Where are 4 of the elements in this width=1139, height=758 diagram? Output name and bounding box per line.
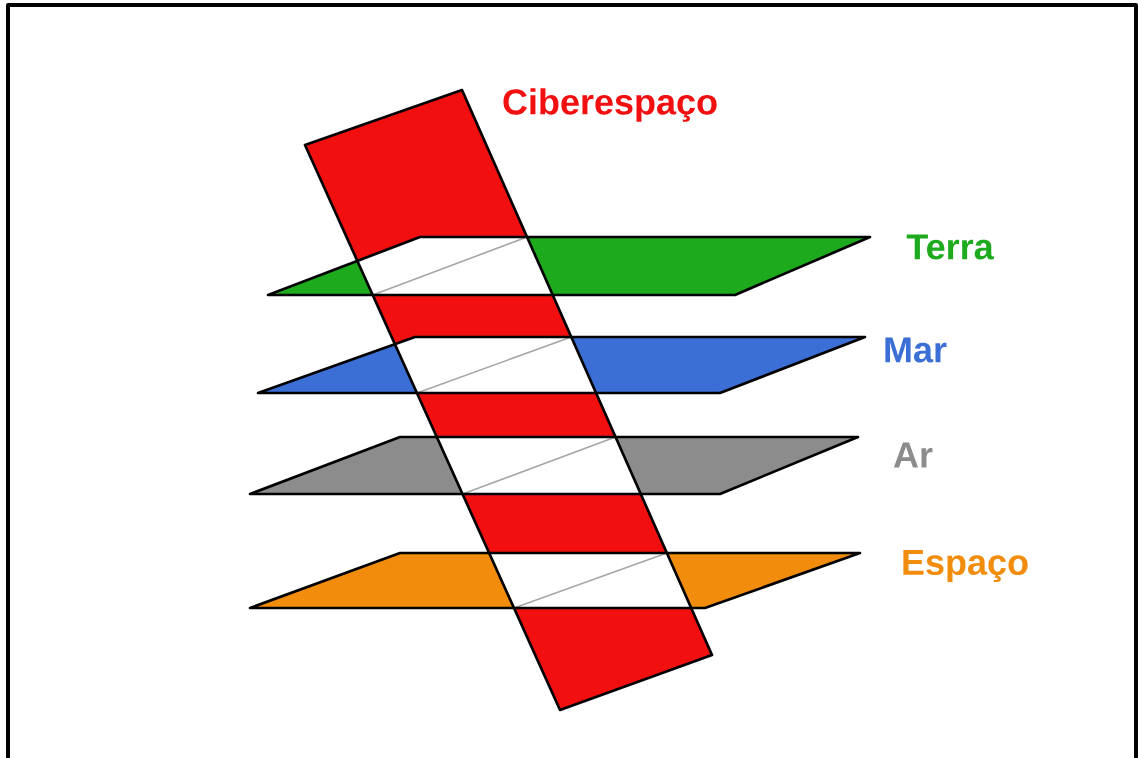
node-label: Mar — [885, 337, 947, 363]
node-label: Ar — [893, 442, 933, 468]
node-label: Terra — [906, 234, 994, 260]
node-label: Espaço — [903, 549, 1028, 583]
